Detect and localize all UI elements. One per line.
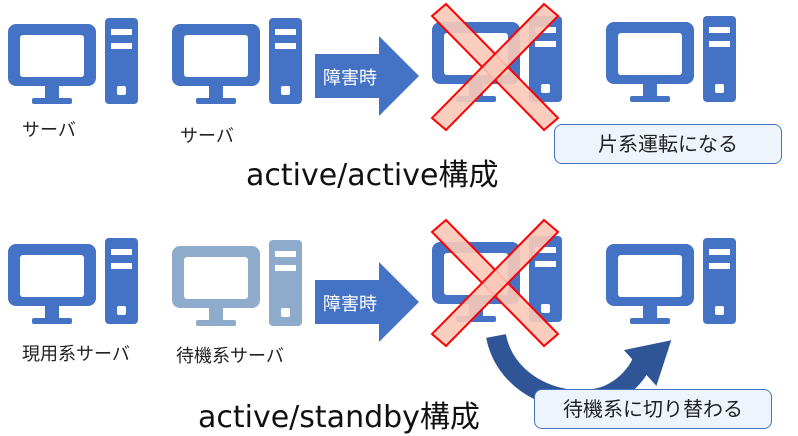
- computer-icon-bottom-standby: [172, 240, 302, 326]
- diagram-title: active/active構成: [246, 158, 499, 193]
- arrow-label: 障害時: [323, 68, 377, 89]
- server-label: サーバ: [180, 126, 234, 147]
- callout-box: 片系運転になる: [554, 124, 782, 164]
- arrow-right-icon: [315, 262, 419, 342]
- arrow-right-icon: [315, 36, 419, 116]
- callout-box: 待機系に切り替わる: [534, 389, 772, 429]
- computer-icon-bottom-4: [606, 238, 736, 324]
- computer-icon-top-2: [172, 18, 302, 104]
- server-label: サーバ: [22, 120, 76, 141]
- arrow-label: 障害時: [323, 294, 377, 315]
- server-label: 現用系サーバ: [22, 344, 130, 365]
- server-label: 待機系サーバ: [176, 346, 284, 367]
- computer-icon-bottom-1: [8, 238, 138, 324]
- computer-icon-top-1: [8, 18, 138, 104]
- diagram-title: active/standby構成: [198, 400, 480, 435]
- computer-icon-top-4: [606, 16, 736, 102]
